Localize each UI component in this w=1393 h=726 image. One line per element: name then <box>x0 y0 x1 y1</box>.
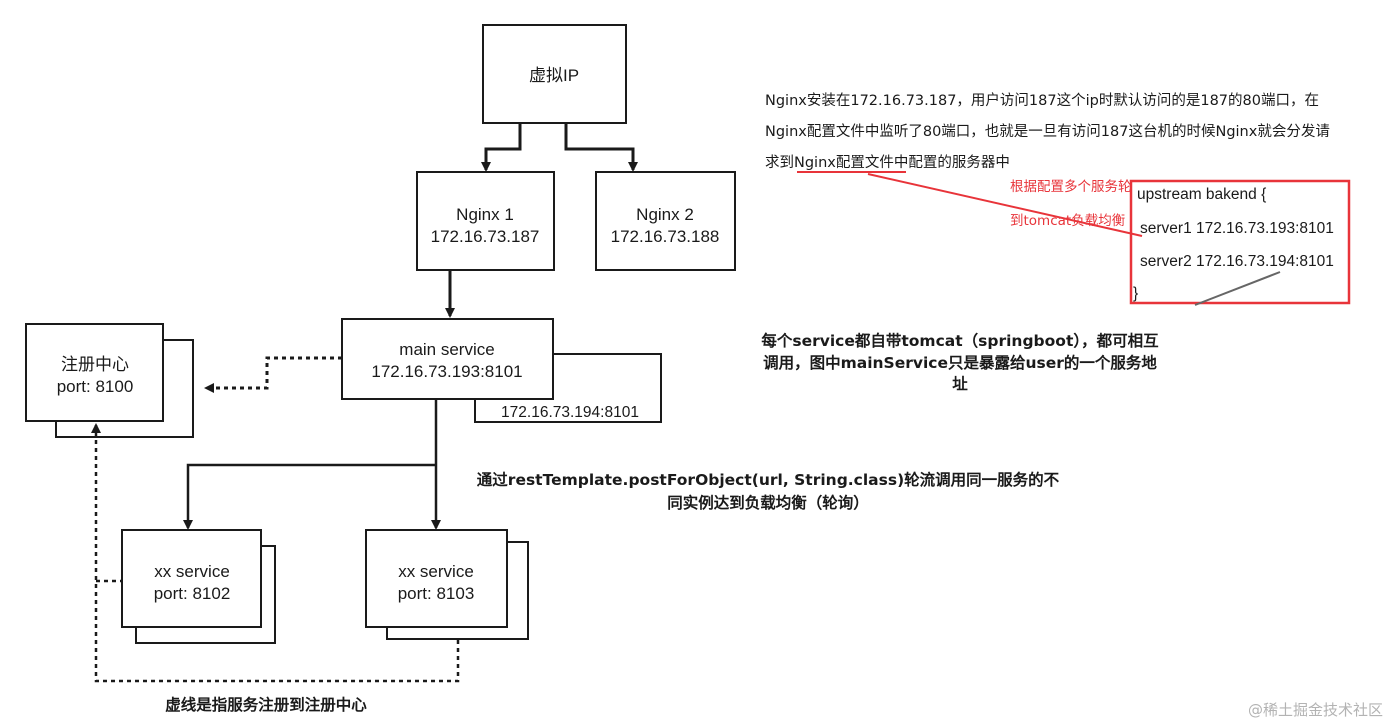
nginx2-node: Nginx 2 172.16.73.188 <box>595 171 736 271</box>
registry-name: 注册中心 <box>61 355 129 374</box>
nginx1-name: Nginx 1 <box>456 205 514 224</box>
xx-service-1-port: port: 8102 <box>154 584 231 603</box>
registry-node: 注册中心 port: 8100 <box>25 323 194 438</box>
xx-service-2-node: xx service port: 8103 <box>365 529 529 640</box>
nginx1-ip: 172.16.73.187 <box>431 227 540 246</box>
nginx-note-line-1: Nginx安装在172.16.73.187，用户访问187这个ip时默认访问的是… <box>765 92 1319 109</box>
xx-service-1-name: xx service <box>154 562 230 581</box>
virtual-ip-label: 虚拟IP <box>529 66 579 85</box>
main-to-xx1-arrow <box>183 463 436 530</box>
service-note-line-2: 调用，图中mainService只是暴露给user的一个服务地 <box>763 353 1157 372</box>
nginx2-ip: 172.16.73.188 <box>611 227 720 246</box>
nginx-note-line-2: Nginx配置文件中监听了80端口，也就是一旦有访问187这台机的时候Nginx… <box>765 123 1330 140</box>
red-note-line-2: 到tomcat负载均衡 <box>1010 213 1125 229</box>
upstream-line-2: server1 172.16.73.193:8101 <box>1140 220 1334 237</box>
registry-port: port: 8100 <box>57 377 134 396</box>
main-service-replica-ip: 172.16.73.194:8101 <box>501 404 639 421</box>
nginx1-node: Nginx 1 172.16.73.187 <box>416 171 555 271</box>
rest-template-note-line-1: 通过restTemplate.postForObject(url, String… <box>477 470 1060 489</box>
watermark-text: @稀土掘金技术社区 <box>1248 701 1383 719</box>
xx-service-2-name: xx service <box>398 562 474 581</box>
xx2-to-registry-dashed-line <box>91 423 460 683</box>
main-service-node: 172.16.73.194:8101 main service 172.16.7… <box>341 318 662 423</box>
service-note-line-3: 址 <box>952 374 968 393</box>
vip-to-nginx2-arrow <box>564 123 638 172</box>
xx-service-2-port: port: 8103 <box>398 584 475 603</box>
upstream-config-box: upstream bakend { server1 172.16.73.193:… <box>1129 179 1351 306</box>
red-note-line-1: 根据配置多个服务轮 <box>1010 178 1132 195</box>
main-to-registry-dashed-arrow <box>204 356 342 393</box>
dashed-line-note: 虚线是指服务注册到注册中心 <box>165 695 367 714</box>
upstream-line-1: upstream bakend { <box>1137 186 1266 203</box>
rest-template-note-line-2: 同实例达到负载均衡（轮询） <box>667 493 869 512</box>
virtual-ip-node: 虚拟IP <box>482 24 627 124</box>
main-service-name: main service <box>399 340 494 359</box>
nginx-note-line-3: 求到Nginx配置文件中配置的服务器中 <box>765 154 1010 171</box>
upstream-line-4: } <box>1133 285 1138 302</box>
nginx2-name: Nginx 2 <box>636 205 694 224</box>
upstream-scribble-line <box>1194 271 1281 306</box>
vip-to-nginx1-arrow <box>481 123 522 172</box>
main-service-ip: 172.16.73.193:8101 <box>371 362 522 381</box>
red-pointer-line <box>867 173 1143 237</box>
xx-service-1-node: xx service port: 8102 <box>121 529 276 644</box>
upstream-line-3: server2 172.16.73.194:8101 <box>1140 253 1334 270</box>
service-note-line-1: 每个service都自带tomcat（springboot），都可相互 <box>761 331 1159 350</box>
